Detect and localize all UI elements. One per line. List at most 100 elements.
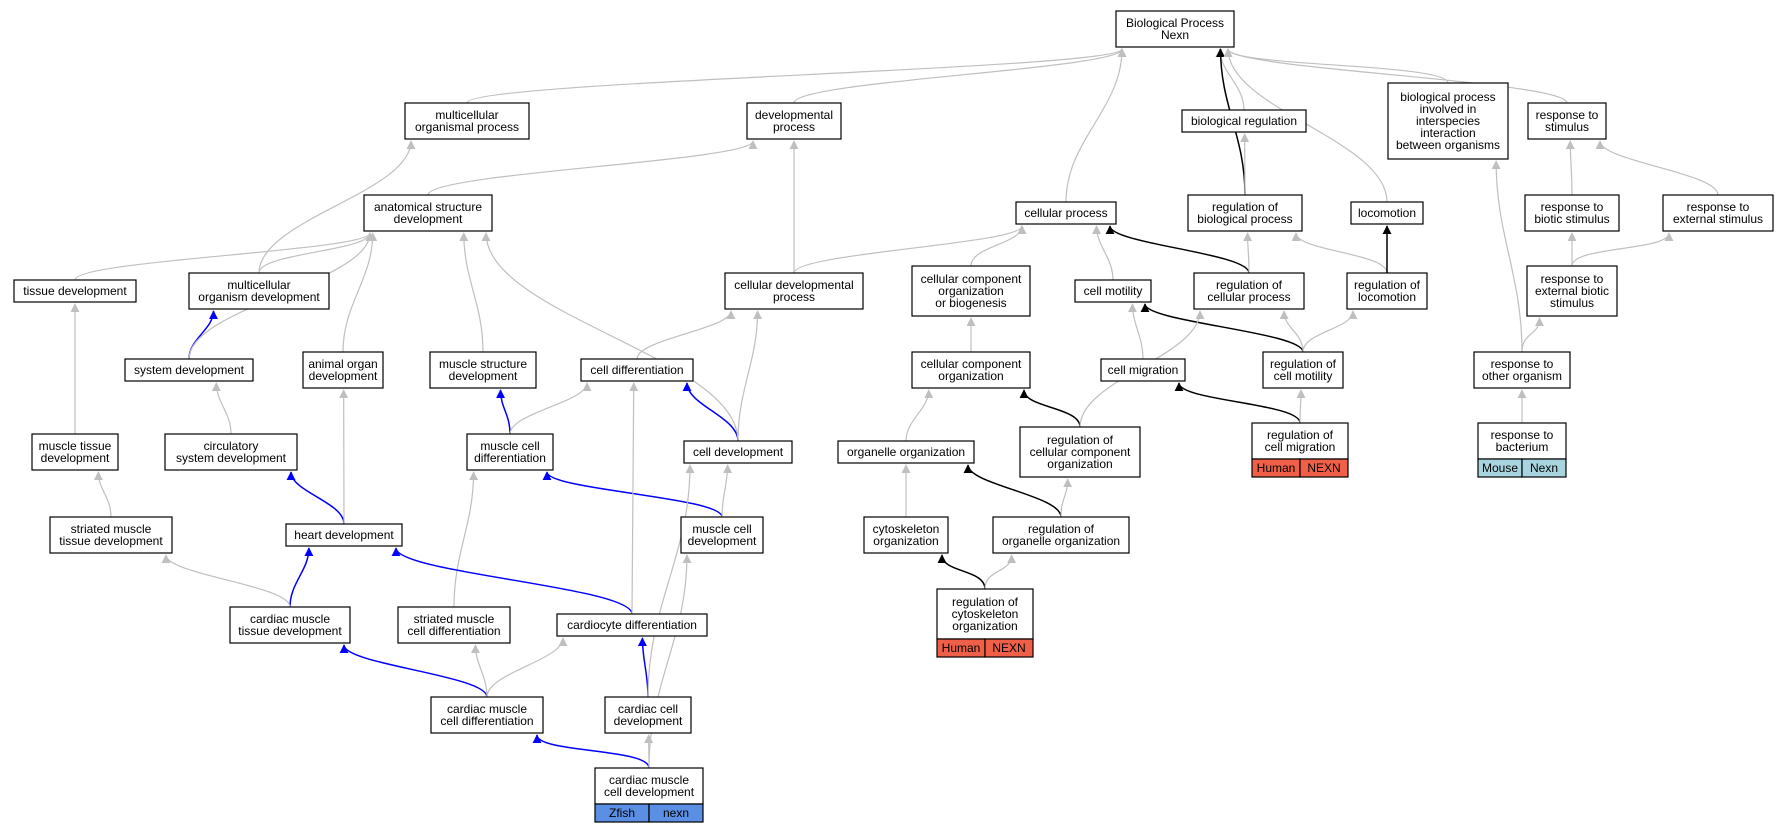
- node-label-line: cell motility: [1084, 284, 1143, 298]
- node-label-line: system development: [176, 451, 287, 465]
- edge-asd-to-devp: [427, 140, 758, 196]
- edge-devp-to-bp: [793, 48, 1127, 104]
- node-box: [229, 606, 351, 644]
- edge-cmtd-to-smtd: [161, 554, 291, 608]
- node-box: [397, 606, 511, 644]
- node-box: [556, 613, 708, 637]
- edge-regcco-to-cco: [1019, 389, 1081, 428]
- node-cmot[interactable]: cell motility: [1074, 279, 1152, 303]
- node-label-line: cytoskeleton: [952, 607, 1019, 621]
- edge-mod-to-asd: [258, 232, 375, 274]
- edge-regcp-to-cellp: [1105, 225, 1250, 274]
- edge-regcyto-to-regoo: [984, 554, 1017, 590]
- node-cardd[interactable]: cardiocyte differentiation: [556, 613, 708, 637]
- node-box: [911, 265, 1031, 317]
- node-label-line: stimulus: [1550, 296, 1594, 310]
- node-label-line: response to: [1491, 357, 1554, 371]
- node-label-line: cell differentiation: [440, 714, 533, 728]
- edge-celldiff-to-cdp: [636, 310, 736, 360]
- node-label-line: or biogenesis: [935, 296, 1006, 310]
- node-label-line: regulation of: [1047, 433, 1114, 447]
- node-box: [1477, 422, 1567, 460]
- edge-smcd-to-mcdiff: [453, 471, 479, 608]
- edge-regcyto-to-cytoo: [937, 554, 986, 590]
- node-breg[interactable]: biological regulation: [1181, 109, 1307, 133]
- node-cmig[interactable]: cell migration: [1100, 358, 1186, 382]
- node-label-line: external stimulus: [1673, 212, 1763, 226]
- node-label-line: locomotion: [1358, 290, 1416, 304]
- node-label-line: regulation of: [952, 595, 1019, 609]
- node-celldev[interactable]: cell development: [683, 440, 793, 464]
- node-celldiff[interactable]: cell differentiation: [580, 358, 694, 382]
- node-label-line: interaction: [1420, 126, 1475, 140]
- species-label: Mouse: [1482, 461, 1518, 475]
- node-label-line: bacterium: [1496, 440, 1549, 454]
- species-label: Human: [1257, 461, 1296, 475]
- node-label-line: anatomical structure: [374, 200, 482, 214]
- node-sysd[interactable]: system development: [124, 358, 254, 382]
- node-loco[interactable]: locomotion: [1350, 201, 1424, 225]
- node-box: [1473, 351, 1571, 389]
- node-label-line: biological regulation: [1191, 114, 1297, 128]
- node-box: [837, 440, 975, 464]
- edge-regcm-to-regloco: [1302, 310, 1358, 353]
- edge-oo-to-cco: [905, 389, 934, 442]
- node-oo[interactable]: organelle organization: [837, 440, 975, 464]
- node-label-line: organelle organization: [1002, 534, 1120, 548]
- node-label-line: stimulus: [1545, 120, 1589, 134]
- node-box: [992, 516, 1130, 554]
- node-label-line: involved in: [1420, 102, 1477, 116]
- node-label-line: response to: [1541, 272, 1604, 286]
- node-regcyto[interactable]: regulation ofcytoskeletonorganizationHum…: [936, 588, 1034, 658]
- edge-bpinter-to-bp: [1223, 48, 1449, 84]
- edge-cellp-to-bp: [1065, 48, 1127, 203]
- node-box: [188, 272, 330, 310]
- node-heartd[interactable]: heart development: [285, 523, 403, 547]
- node-cellp[interactable]: cellular process: [1015, 201, 1117, 225]
- edge-roo-to-rebs: [1521, 317, 1544, 353]
- edge-cmtd-to-heartd: [289, 547, 314, 608]
- node-tissd[interactable]: tissue development: [13, 279, 137, 303]
- node-label-line: organization: [1047, 457, 1112, 471]
- gene-cell: [648, 803, 704, 823]
- node-box: [1387, 82, 1509, 160]
- edge-msd-to-asd: [459, 232, 484, 353]
- node-label-line: tissue development: [59, 534, 163, 548]
- node-box: [580, 358, 694, 382]
